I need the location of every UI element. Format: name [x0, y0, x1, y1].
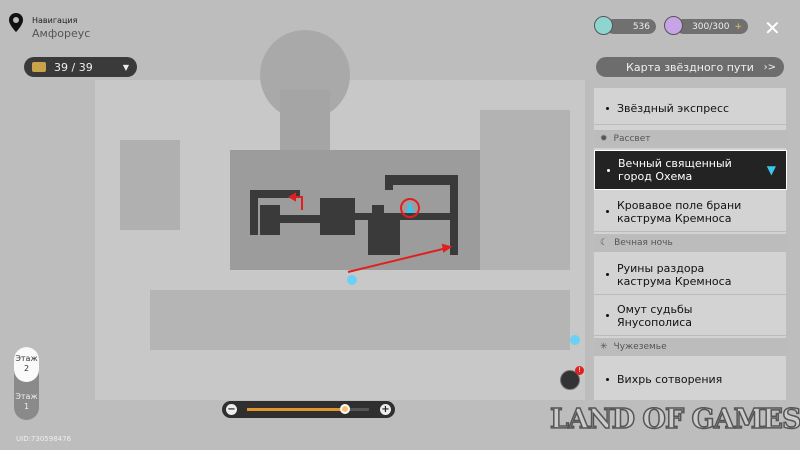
- floor-label: Этаж: [15, 354, 38, 363]
- location-header: Навигация Амфореус: [8, 12, 90, 40]
- zoom-slider[interactable]: [247, 404, 369, 414]
- zoom-slider-handle[interactable]: [339, 404, 350, 414]
- section-label: Рассвет: [613, 134, 651, 144]
- chest-counter-dropdown[interactable]: 39 / 39 ▼: [24, 57, 137, 77]
- currency-counter: 536: [606, 19, 656, 34]
- quest-button[interactable]: !: [560, 366, 584, 390]
- star-map-button[interactable]: Карта звёздного пути ›>: [596, 57, 784, 77]
- route-arrows: [288, 192, 453, 273]
- chest-count: 39 / 39: [54, 60, 93, 74]
- chevron-down-icon: ▼: [766, 162, 776, 177]
- star-burst-icon: ✳: [600, 342, 608, 352]
- world-list-panel: Звёздный экспресс ✹ Рассвет Вечный священ…: [593, 88, 787, 400]
- chevron-right-icon: ›>: [763, 61, 776, 73]
- alert-badge-icon: !: [575, 366, 584, 375]
- section-header: ☾ Вечная ночь: [594, 234, 787, 252]
- section-header: ✹ Рассвет: [594, 130, 787, 148]
- section-label: Вечная ночь: [614, 238, 673, 248]
- close-button[interactable]: ✕: [764, 16, 781, 40]
- zoom-out-button[interactable]: −: [226, 404, 237, 415]
- list-item[interactable]: Вихрь сотворения: [594, 360, 787, 398]
- chevron-down-icon: ▼: [122, 62, 129, 72]
- target-circle: [400, 198, 420, 218]
- list-item[interactable]: Кровавое поле брани каструма Кремноса: [594, 192, 787, 232]
- moon-icon: ☾: [600, 238, 609, 248]
- list-item[interactable]: Руины раздора каструма Кремноса: [594, 255, 787, 295]
- zoom-control: − +: [222, 401, 395, 418]
- item-label: Вихрь сотворения: [617, 372, 723, 386]
- item-label: Звёздный экспресс: [617, 102, 730, 115]
- star-map-label: Карта звёздного пути: [626, 60, 754, 74]
- currency-value: 536: [632, 21, 650, 32]
- header-subtitle: Навигация: [32, 16, 78, 25]
- add-power-button[interactable]: +: [734, 21, 742, 32]
- floor-number: 2: [23, 364, 30, 373]
- zoom-in-button[interactable]: +: [380, 404, 391, 415]
- item-label: Вечный священный город Охема: [618, 157, 732, 183]
- floor-label: Этаж: [15, 392, 38, 401]
- teleport-icon[interactable]: [347, 275, 357, 285]
- item-label: Кровавое поле брани каструма Кремноса: [617, 198, 742, 225]
- location-name: Амфореус: [32, 27, 91, 40]
- item-label: Руины раздора каструма Кремноса: [617, 261, 732, 288]
- teleport-icon[interactable]: [570, 335, 580, 345]
- uid-label: UID:730598476: [16, 435, 72, 443]
- power-counter: 300/300 +: [676, 19, 748, 34]
- sun-icon: ✹: [600, 134, 608, 144]
- chest-icon: [32, 62, 46, 72]
- item-label: Омут судьбы Янусополиса: [617, 302, 693, 329]
- section-header: ✳ Чужеземье: [594, 338, 787, 356]
- currency-icon: [594, 16, 613, 35]
- floor-number: 1: [23, 402, 30, 411]
- power-icon: [664, 16, 683, 35]
- list-item-selected[interactable]: Вечный священный город Охема ▼: [594, 150, 787, 190]
- list-item[interactable]: Звёздный экспресс: [594, 93, 787, 125]
- player-marker-icon[interactable]: [406, 201, 414, 213]
- list-item[interactable]: Омут судьбы Янусополиса: [594, 296, 787, 336]
- power-value: 300/300: [692, 21, 730, 32]
- location-pin-icon: [9, 13, 23, 32]
- watermark: LAND OF GAMES: [549, 403, 800, 436]
- section-label: Чужеземье: [613, 342, 667, 352]
